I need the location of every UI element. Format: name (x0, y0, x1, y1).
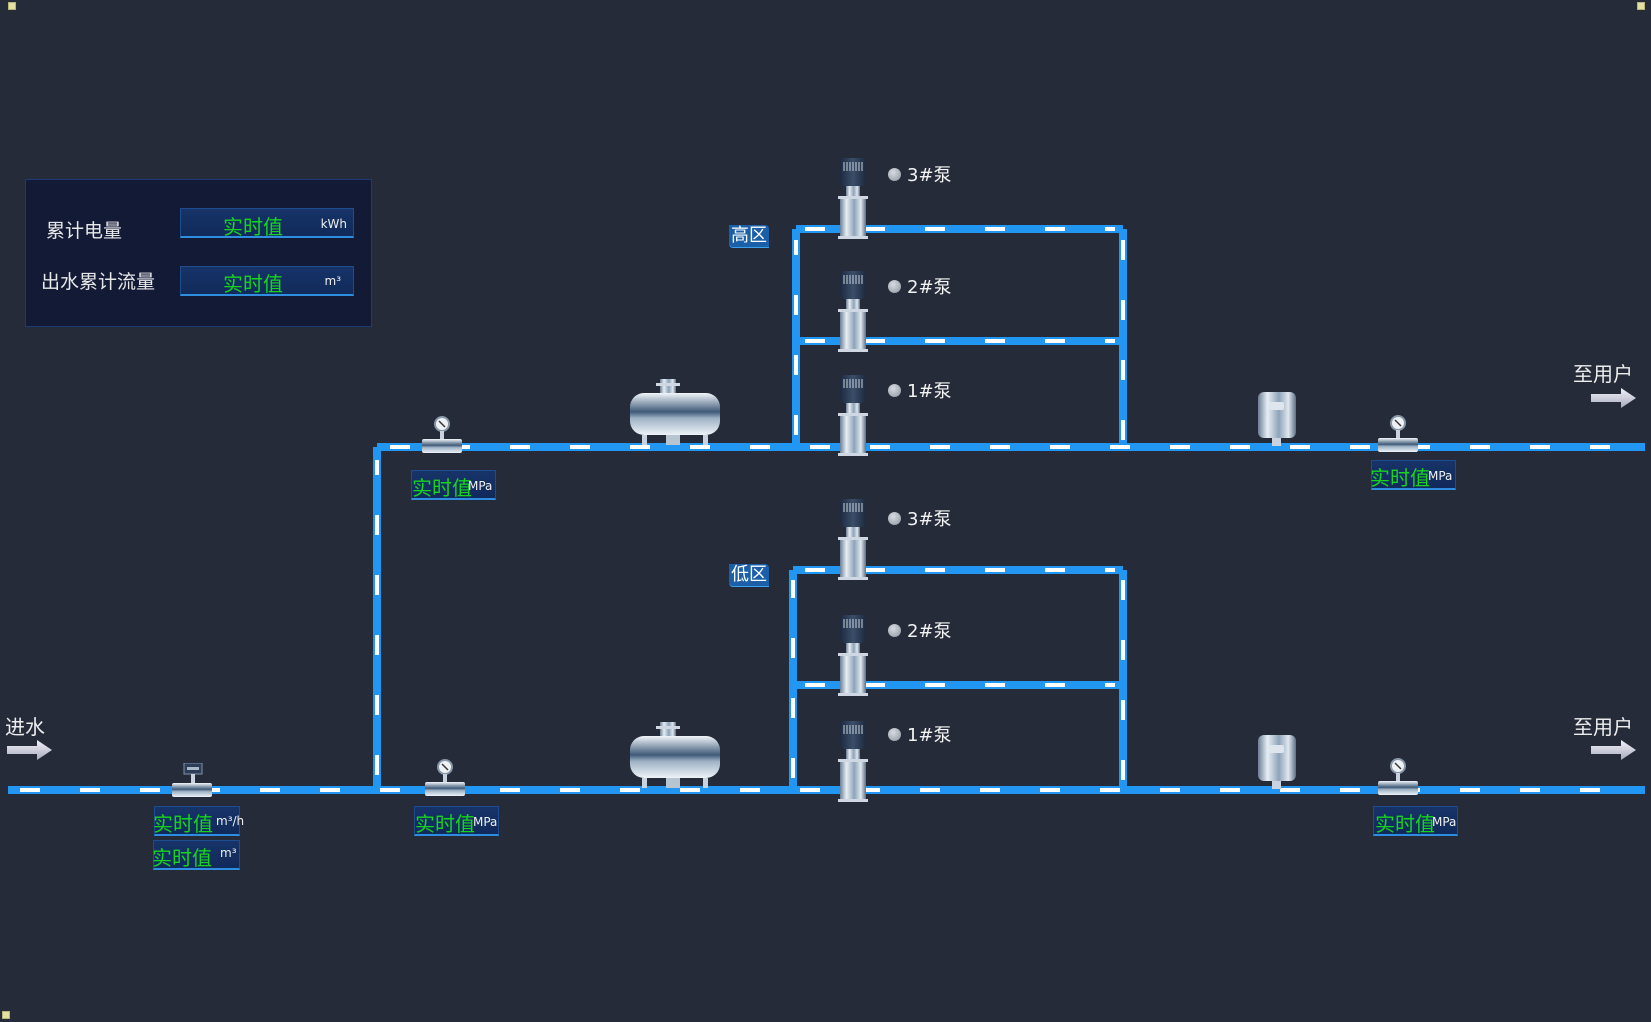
high-pump1-label: 1#泵 (888, 377, 952, 403)
corner-marker-bottom-left (2, 1011, 10, 1019)
high-zone-tag: 高区 (729, 225, 769, 248)
pump-icon[interactable] (836, 615, 870, 697)
status-indicator-icon (888, 623, 901, 637)
pump-icon[interactable] (836, 721, 870, 803)
outlet-high-label: 至用户 (1573, 362, 1633, 386)
outlet-low-label: 至用户 (1573, 715, 1633, 739)
low-in-pressure-readout: 实时值 MPa (414, 806, 499, 836)
status-indicator-icon (888, 511, 901, 525)
low-out-pressure-readout: 实时值 MPa (1373, 806, 1458, 836)
outlet-high-arrow-icon (1591, 388, 1636, 408)
inlet-arrow-icon (7, 740, 52, 760)
low-pump2-label: 2#泵 (888, 617, 952, 643)
low-zone-tag: 低区 (729, 564, 769, 587)
summary-panel: 累计电量 实时值 kWh 出水累计流量 实时值 m³ (25, 179, 372, 327)
corner-marker-top-right (1637, 2, 1645, 10)
pipes-flow-dashes (20, 227, 1640, 792)
outflow-total-value-box: 实时值 m³ (180, 266, 354, 296)
pump-icon[interactable] (836, 375, 870, 457)
low-zone-accumulator-icon (1258, 735, 1296, 789)
energy-unit: kWh (320, 217, 347, 231)
high-pump2-label: 2#泵 (888, 273, 952, 299)
outlet-low-arrow-icon (1591, 740, 1636, 760)
outflow-total-label: 出水累计流量 (41, 271, 156, 293)
energy-value: 实时值 (223, 215, 283, 239)
status-indicator-icon (888, 383, 901, 397)
low-pump1-label: 1#泵 (888, 721, 952, 747)
high-out-pressure-readout: 实时值 MPa (1370, 460, 1456, 490)
high-zone-tank-icon (630, 379, 720, 445)
energy-value-box: 实时值 kWh (180, 208, 354, 239)
low-zone-tank-icon (630, 722, 720, 788)
pressure-gauge-icon[interactable] (420, 415, 464, 457)
low-pump3-label: 3#泵 (888, 505, 952, 531)
status-indicator-icon (888, 727, 901, 741)
status-indicator-icon (888, 279, 901, 293)
inlet-total-readout: 实时值 m³ (152, 840, 240, 870)
pump-icon[interactable] (836, 499, 870, 581)
flowmeter-icon[interactable] (170, 763, 214, 801)
outflow-total-unit: m³ (324, 274, 342, 288)
pressure-gauge-icon[interactable] (1376, 757, 1420, 799)
pressure-gauge-icon[interactable] (1376, 414, 1420, 456)
outflow-total-value: 实时值 (223, 272, 283, 296)
inlet-flow-readout: 实时值 m³/h (153, 806, 244, 836)
high-zone-accumulator-icon (1258, 392, 1296, 446)
high-in-pressure-readout: 实时值 MPa (411, 470, 496, 500)
pump-icon[interactable] (836, 271, 870, 353)
energy-label: 累计电量 (46, 220, 123, 242)
status-indicator-icon (888, 167, 901, 181)
inlet-label: 进水 (5, 715, 45, 739)
corner-marker-top-left (8, 2, 16, 10)
pump-icon[interactable] (836, 158, 870, 240)
pressure-gauge-icon[interactable] (423, 758, 467, 800)
high-pump3-label: 3#泵 (888, 161, 952, 187)
